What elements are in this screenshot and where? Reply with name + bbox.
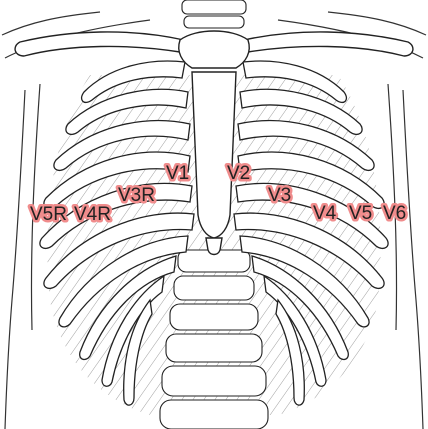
lead-label-v3: V3 <box>268 185 291 206</box>
lead-label-v4r: V4R <box>74 204 111 225</box>
lead-label-v1: V1 <box>166 163 189 184</box>
lead-label-v3r: V3R <box>118 185 155 206</box>
lead-label-v2: V2 <box>227 163 250 184</box>
lead-label-v4: V4 <box>313 203 337 224</box>
lead-label-v5r: V5R <box>30 204 67 225</box>
lead-label-v5: V5 <box>349 203 372 224</box>
lead-label-v6: V6 <box>383 203 406 224</box>
